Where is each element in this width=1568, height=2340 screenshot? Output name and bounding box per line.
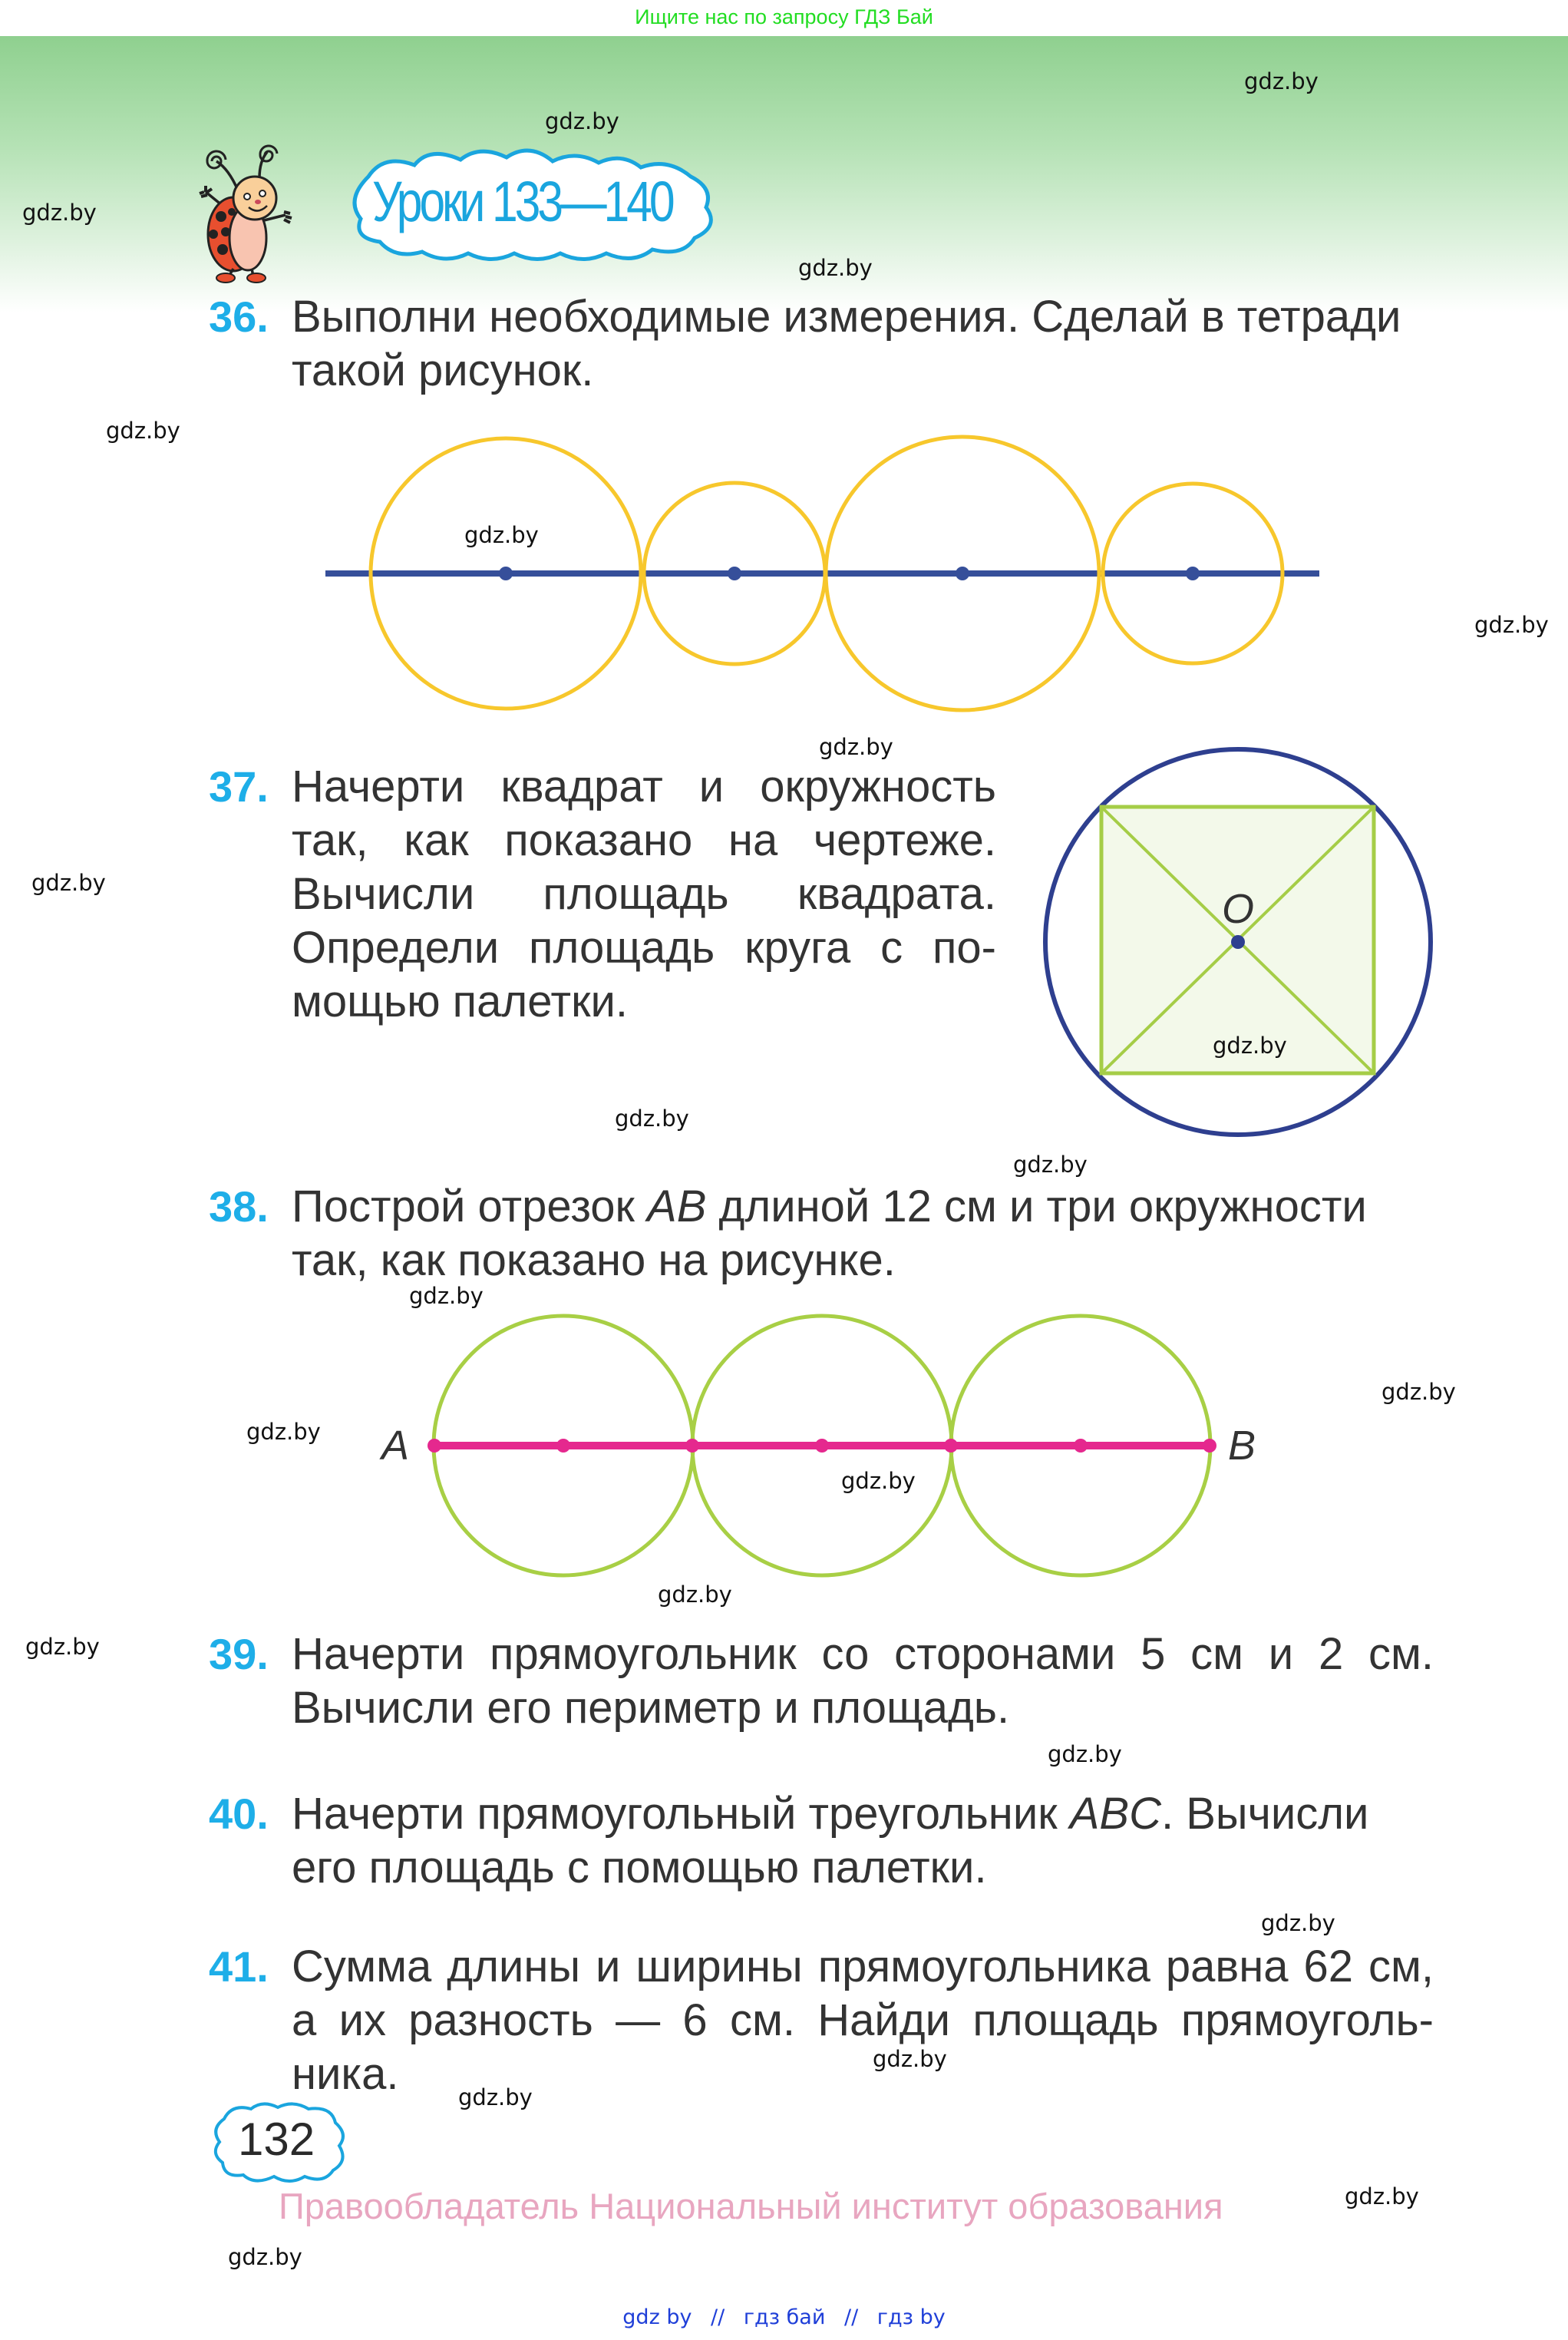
watermark: gdz.by bbox=[1013, 1152, 1088, 1178]
exercise-37-text: Начерти квадрат и окружность так, как по… bbox=[292, 760, 996, 1029]
watermark: gdz.by bbox=[246, 1419, 321, 1445]
exercise-37-line: Начерти квадрат и окружность bbox=[292, 762, 996, 811]
text-part: . Вычисли bbox=[1161, 1789, 1369, 1839]
exercise-39-text: Начерти прямоугольник со сторонами 5 см … bbox=[292, 1628, 1434, 1735]
footer-separator: // bbox=[843, 2305, 859, 2329]
figure-38-three-circles-on-segment bbox=[427, 1314, 1216, 1578]
header-band bbox=[0, 36, 1568, 312]
watermark: gdz.by bbox=[25, 1634, 100, 1660]
exercise-37-line: так, как показано на чертеже. bbox=[292, 815, 996, 865]
point-label-b: B bbox=[1228, 1423, 1256, 1469]
footer-link-gdz-by-cyr[interactable]: гдз by bbox=[876, 2305, 946, 2329]
exercise-38-line: так, как показано на рисунке. bbox=[292, 1235, 896, 1285]
exercise-37-line: Определи площадь круга с по- bbox=[292, 923, 996, 973]
exercise-36-text: Выполни необходимые измерения. Сделай в … bbox=[292, 290, 1401, 398]
text-part: Построй отрезок bbox=[292, 1182, 648, 1231]
exercise-39-line: Начерти прямоугольник со сторонами 5 см … bbox=[292, 1629, 1434, 1679]
watermark: gdz.by bbox=[106, 418, 180, 444]
copyright-notice: Правообладатель Национальный институт об… bbox=[279, 2186, 1223, 2226]
exercise-41-line: Сумма длины и ширины прямоугольника равн… bbox=[292, 1942, 1434, 1991]
watermark: gdz.by bbox=[1474, 612, 1549, 638]
watermark: gdz.by bbox=[228, 2244, 302, 2270]
exercise-40-line: его площадь с помощью палетки. bbox=[292, 1843, 987, 1892]
title-cloud-shape bbox=[352, 148, 713, 261]
watermark: gdz.by bbox=[798, 255, 873, 281]
text-part: Начерти прямоугольный треугольник bbox=[292, 1789, 1070, 1839]
exercise-36-line: Выполни необходимые измерения. Сделай в … bbox=[292, 292, 1401, 342]
exercise-36-number: 36. bbox=[209, 292, 269, 341]
watermark: gdz.by bbox=[1261, 1910, 1335, 1936]
exercise-37-number: 37. bbox=[209, 762, 269, 811]
exercise-38-line: Построй отрезок AB длиной 12 см и три ок… bbox=[292, 1180, 1367, 1234]
watermark: gdz.by bbox=[458, 2084, 533, 2110]
watermark: gdz.by bbox=[615, 1106, 689, 1132]
exercise-40-number: 40. bbox=[209, 1790, 269, 1838]
exercise-41-number: 41. bbox=[209, 1942, 269, 1991]
exercise-41-text: Сумма длины и ширины прямоугольника равн… bbox=[292, 1940, 1434, 2101]
exercise-40-text: Начерти прямоугольный треугольник ABC. В… bbox=[292, 1787, 1368, 1895]
figure-37-square-in-circle bbox=[1043, 747, 1433, 1137]
watermark: gdz.by bbox=[873, 2046, 947, 2072]
exercise-40-line: Начерти прямоугольный треугольник ABC. В… bbox=[292, 1787, 1368, 1841]
exercise-38-text: Построй отрезок AB длиной 12 см и три ок… bbox=[292, 1180, 1367, 1287]
ladybug-icon bbox=[199, 144, 292, 283]
footer-separator: // bbox=[711, 2305, 725, 2329]
watermark: gdz.by bbox=[1048, 1741, 1122, 1767]
segment-label-ab: AB bbox=[647, 1182, 707, 1231]
exercise-39-number: 39. bbox=[209, 1630, 269, 1678]
footer-link-gdz-bai[interactable]: гдз бай bbox=[743, 2305, 826, 2329]
exercise-38-number: 38. bbox=[209, 1182, 269, 1231]
exercise-41-line: а их разность — 6 см. Найди площадь прям… bbox=[292, 1995, 1434, 2045]
watermark: gdz.by bbox=[1381, 1379, 1456, 1405]
watermark: gdz.by bbox=[1213, 1033, 1287, 1059]
center-label-o: O bbox=[1222, 886, 1255, 932]
footer-link-gdz-by[interactable]: gdz by bbox=[622, 2305, 692, 2329]
watermark: gdz.by bbox=[545, 108, 619, 134]
exercise-41-line: ника. bbox=[292, 2049, 399, 2099]
triangle-label-abc: ABC bbox=[1069, 1789, 1161, 1839]
point-label-a: A bbox=[381, 1423, 410, 1469]
watermark: gdz.by bbox=[841, 1468, 916, 1494]
watermark: gdz.by bbox=[658, 1581, 732, 1608]
watermark: gdz.by bbox=[1345, 2183, 1419, 2209]
watermark: gdz.by bbox=[22, 200, 97, 226]
page-title: Уроки 133—140 bbox=[372, 170, 675, 233]
top-banner: Ищите нас по запросу ГДЗ Бай bbox=[0, 0, 1568, 36]
watermark: gdz.by bbox=[464, 522, 539, 548]
footer-links: gdz by // гдз бай // гдз by bbox=[0, 2307, 1568, 2328]
figure-36-circles-on-line bbox=[325, 435, 1319, 712]
watermark: gdz.by bbox=[819, 734, 893, 760]
exercise-36-line: такой рисунок. bbox=[292, 345, 594, 395]
watermark: gdz.by bbox=[1244, 68, 1319, 94]
exercise-39-line: Вычисли его периметр и площадь. bbox=[292, 1683, 1010, 1733]
exercise-37-line: мощью палетки. bbox=[292, 977, 628, 1026]
page-number-cloud-shape bbox=[213, 2102, 345, 2183]
page-number: 132 bbox=[238, 2114, 315, 2165]
text-part: длиной 12 см и три окружности bbox=[706, 1182, 1367, 1231]
watermark: gdz.by bbox=[409, 1283, 484, 1309]
watermark: gdz.by bbox=[31, 870, 106, 896]
exercise-37-line: Вычисли площадь квадрата. bbox=[292, 869, 996, 919]
